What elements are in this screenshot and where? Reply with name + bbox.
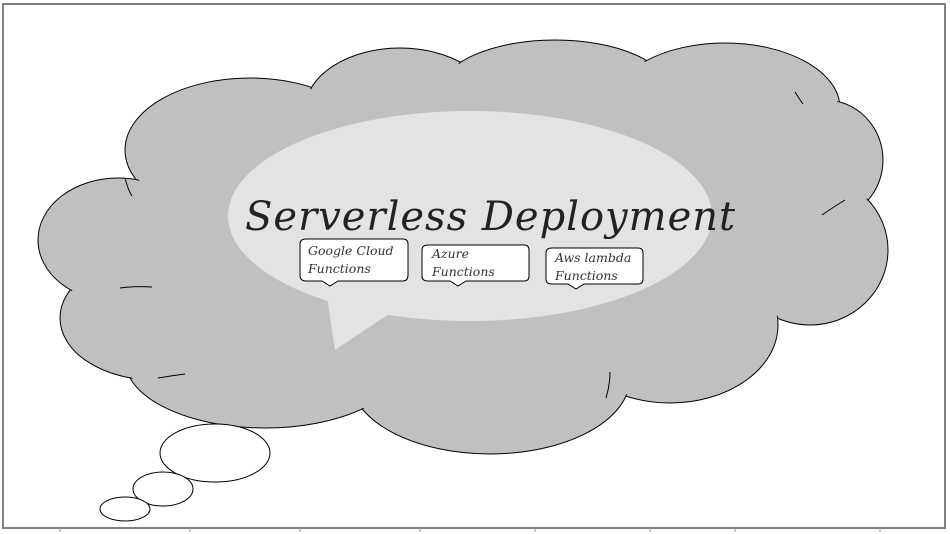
callout-label-line1: Aws lambda (554, 250, 631, 265)
bottom-ruler-ticks (59, 528, 881, 532)
trail-bubble-medium (132, 471, 194, 507)
callout-shape (421, 244, 530, 287)
trail-bubble-small (99, 496, 151, 522)
callout-label-line1: Azure (431, 246, 469, 261)
callout-google-cloud-functions: Google Cloud Functions (299, 238, 409, 287)
frame-border (2, 3, 946, 529)
callout-shape (545, 247, 644, 290)
callout-label-line2: Functions (431, 264, 495, 279)
thought-trail (99, 423, 271, 522)
callout-shape (299, 238, 409, 287)
callout-label-line2: Functions (554, 268, 618, 283)
callout-label-line2: Functions (307, 261, 371, 276)
callout-azure-functions: Azure Functions (421, 244, 530, 287)
callout-aws-lambda-functions: Aws lambda Functions (545, 247, 644, 290)
callout-label-line1: Google Cloud (308, 243, 394, 258)
trail-bubble-large (159, 423, 271, 483)
diagram-title: Serverless Deployment (245, 194, 736, 240)
